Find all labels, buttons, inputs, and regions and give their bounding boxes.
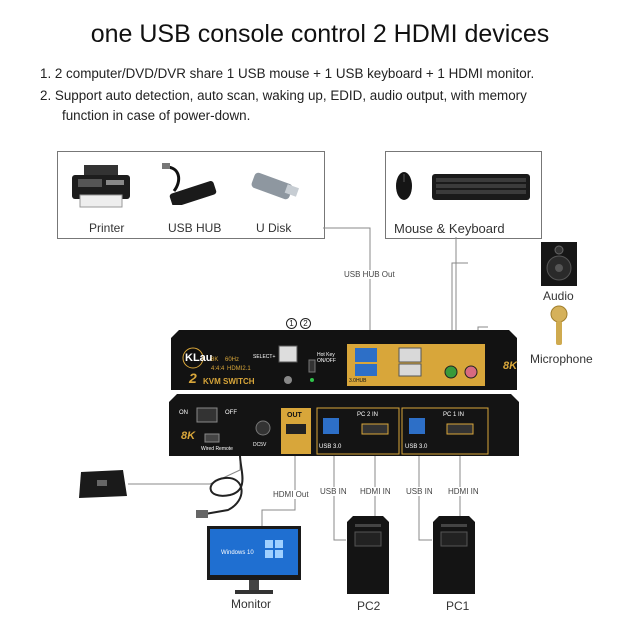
u-disk-device <box>246 168 302 209</box>
wired-remote-device <box>77 468 129 507</box>
off-label: OFF <box>225 410 237 416</box>
keyboard-icon <box>432 174 530 200</box>
hdmi-in-label-2: HDMI IN <box>447 487 480 496</box>
usb-hub-label: USB HUB <box>168 221 222 235</box>
pc1-device <box>429 516 475 599</box>
usb-hub-out-label: USB HUB Out <box>342 270 397 279</box>
screen-text: Windows 10 <box>221 550 254 556</box>
hdmi-out-label: HDMI Out <box>271 490 311 499</box>
spec-hdmi21: HDMI2.1 <box>227 366 251 372</box>
bullet-1: 1. 2 computer/DVD/DVR share 1 USB mouse … <box>40 66 535 81</box>
spec-444: 4:4:4 <box>211 366 225 372</box>
usb-hub-device <box>160 163 220 210</box>
kvm-front-panel: KLau 2 KVM SWITCH 8K 60Hz 4:4:4 HDMI2.1 … <box>171 330 517 392</box>
page-title: one USB console control 2 HDMI devices <box>90 20 550 48</box>
mouse-device <box>394 170 414 207</box>
usb-in-label-2: USB IN <box>405 487 434 496</box>
brand-logo: KLau <box>185 352 213 364</box>
mouse-icon <box>396 172 412 200</box>
spec-60hz: 60Hz <box>225 357 240 363</box>
out-label: OUT <box>287 412 302 419</box>
microphone-label: Microphone <box>530 352 593 366</box>
badge-8k-back: 8K <box>181 430 196 442</box>
bullet-2: 2. Support auto detection, auto scan, wa… <box>40 88 527 103</box>
pc1-label: PC1 <box>446 599 470 613</box>
usb30-label-a: USB 3.0 <box>319 444 342 450</box>
pc2-in-label: PC 2 IN <box>357 412 379 418</box>
kvm-model: KVM SWITCH <box>203 377 255 386</box>
hotkey-label: Hot Key ON/OFF <box>317 352 336 364</box>
microphone-icon <box>550 305 568 345</box>
bullet-3: function in case of power-down. <box>62 108 251 123</box>
badge-8k-front: 8K <box>503 360 518 372</box>
kvm-back-panel: ON OFF 8K Wired Remote DC5V OUT PC 2 IN … <box>169 394 519 460</box>
mouse-keyboard-label: Mouse & Keyboard <box>394 221 505 236</box>
hdmi-in-label-1: HDMI IN <box>359 487 392 496</box>
microphone-device <box>548 305 570 352</box>
printer-icon <box>72 165 130 208</box>
speaker-device <box>541 242 577 291</box>
select-label: SELECT+ <box>253 354 276 360</box>
pc2-device <box>343 516 389 599</box>
remote-icon <box>79 470 127 498</box>
keyboard-device <box>432 172 530 207</box>
usb-in-label-1: USB IN <box>319 487 348 496</box>
u-disk-label: U Disk <box>256 221 292 235</box>
wired-remote-label: Wired Remote <box>201 446 233 452</box>
monitor-label: Monitor <box>231 597 272 611</box>
port-number-2: 2 <box>300 318 311 329</box>
usb30-label-b: USB 3.0 <box>405 444 428 450</box>
pc1-in-label: PC 1 IN <box>443 412 465 418</box>
printer-device <box>70 165 132 214</box>
hub-label: 3.0HUB <box>349 378 367 384</box>
pc2-label: PC2 <box>357 599 381 613</box>
port-number-1: 1 <box>286 318 297 329</box>
ports-number: 2 <box>189 370 197 386</box>
monitor-icon <box>207 526 301 594</box>
spec-8k: 8K <box>211 357 219 363</box>
speaker-icon <box>541 242 577 286</box>
pc2-tower-icon <box>347 516 389 594</box>
pc1-tower-icon <box>433 516 475 594</box>
on-label: ON <box>179 410 188 416</box>
dc5v-label: DC5V <box>253 442 267 448</box>
printer-label: Printer <box>89 221 125 235</box>
usb-hub-icon <box>162 163 217 207</box>
monitor-device: Windows 10 <box>207 526 301 601</box>
audio-label: Audio <box>543 289 574 303</box>
kvm-front-body <box>171 330 517 390</box>
kvm-back-body <box>169 394 519 456</box>
u-disk-icon <box>251 172 300 200</box>
